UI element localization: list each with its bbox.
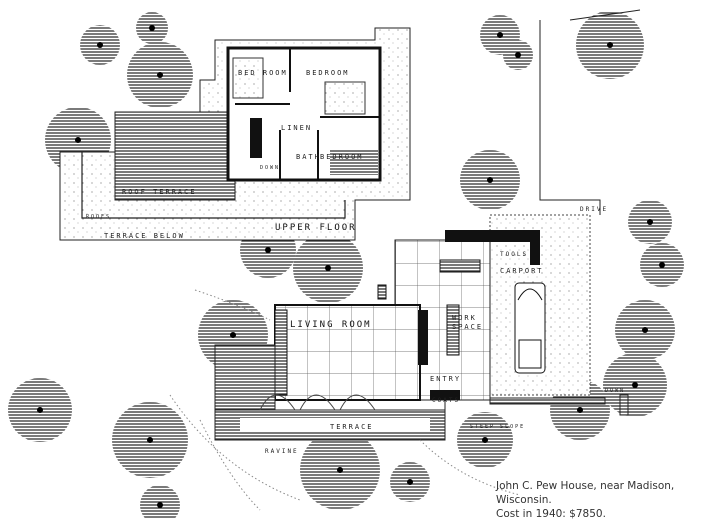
tree-trunk — [265, 247, 271, 253]
label-space: SPACE — [452, 323, 483, 331]
label-bath: BATH — [296, 153, 321, 161]
main-floor-plan: LIVING ROOM WORK SPACE ENTRY COATS TOOLS… — [214, 206, 629, 455]
label-coats: COATS — [432, 397, 460, 404]
tree-trunk — [157, 502, 163, 508]
label-upper-floor: UPPER FLOOR — [275, 223, 357, 233]
tree-trunk — [147, 437, 153, 443]
caption-cost: Cost in 1940: $7850. — [496, 508, 606, 520]
label-work: WORK — [452, 314, 477, 322]
tree-trunk — [407, 479, 413, 485]
living-room — [274, 304, 421, 401]
caption-title: John C. Pew House, near Madison, Wiscons… — [496, 480, 675, 506]
label-living-room: LIVING ROOM — [290, 320, 372, 330]
tree-trunk — [487, 177, 493, 183]
label-terrace-below: TERRACE BELOW — [104, 232, 185, 240]
label-bedroom-3: BEDROOM — [320, 153, 364, 161]
tree-trunk — [515, 52, 521, 58]
tree-trunk — [337, 467, 343, 473]
label-steep-slope: STEEP SLOPE — [470, 424, 525, 430]
label-ravine: RAVINE — [265, 448, 299, 455]
tree-trunk — [37, 407, 43, 413]
tree-trunk — [149, 25, 155, 31]
tree-trunk — [482, 437, 488, 443]
tree-trunk — [607, 42, 613, 48]
label-bedroom: BEDROOM — [306, 69, 350, 77]
tree-trunk — [325, 265, 331, 271]
label-bed-room: BED ROOM — [238, 69, 288, 77]
tree-trunk — [75, 137, 81, 143]
tree-trunk — [577, 407, 583, 413]
label-terrace: TERRACE — [330, 423, 374, 431]
tree-trunk — [230, 332, 236, 338]
label-carport: CARPORT — [500, 267, 544, 275]
upper-floor-plan: BED ROOM BEDROOM LINEN BATH BEDROOM DOWN… — [59, 27, 411, 241]
tree-trunk — [632, 382, 638, 388]
label-roofs: ROOFS — [86, 214, 111, 220]
tree-trunk — [497, 32, 503, 38]
label-linen: LINEN — [281, 124, 312, 132]
caption: John C. Pew House, near Madison, Wiscons… — [496, 479, 714, 521]
tree-trunk — [659, 262, 665, 268]
label-tools: TOOLS — [500, 251, 528, 258]
roof-terrace — [114, 111, 236, 201]
label-drive: DRIVE — [580, 206, 608, 213]
tree-trunk — [157, 72, 163, 78]
label-down: DOWN — [260, 165, 280, 171]
tree-trunk — [97, 42, 103, 48]
tree-trunk — [647, 219, 653, 225]
label-down-lower: DOWN — [605, 388, 625, 394]
tree-canopy — [140, 485, 180, 518]
tree-trunk — [642, 327, 648, 333]
label-entry: ENTRY — [430, 375, 461, 383]
label-roof-terrace: ROOF TERRACE — [122, 188, 197, 196]
